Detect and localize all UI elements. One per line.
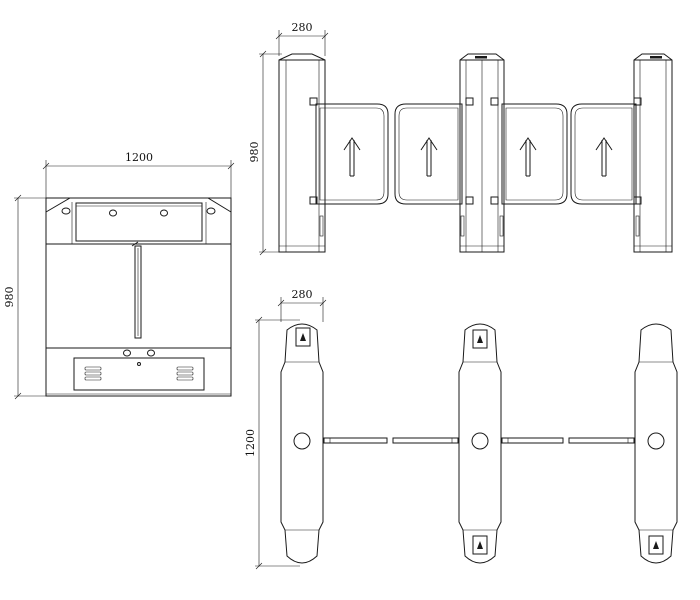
up-arrow-icon — [519, 137, 537, 177]
top-post-middle — [458, 323, 502, 564]
card-reader-icon — [472, 329, 488, 349]
up-arrow-icon — [595, 137, 613, 177]
top-post-right — [634, 323, 678, 564]
front-bottom-panel — [73, 357, 205, 391]
glass-panel — [570, 103, 637, 205]
gate-arm — [323, 437, 388, 444]
side-view: 280 980 — [248, 21, 673, 256]
gate-arm — [501, 437, 564, 444]
vent-icon — [84, 366, 102, 381]
side-width-label: 280 — [292, 21, 313, 34]
front-width-label: 1200 — [125, 151, 153, 164]
side-post-left — [278, 53, 326, 253]
front-top-cover — [45, 197, 232, 213]
sensor-icon — [293, 432, 311, 450]
card-reader-icon — [472, 535, 488, 555]
sensor-icon — [647, 432, 665, 450]
screw-hole-icon — [61, 207, 71, 215]
side-height-label: 980 — [248, 142, 261, 163]
up-arrow-icon — [420, 137, 438, 177]
up-arrow-icon — [343, 137, 361, 177]
side-post-middle — [459, 53, 505, 253]
screw-hole-icon — [147, 349, 155, 357]
top-view: 280 1200 — [244, 288, 678, 570]
front-gate-post — [134, 245, 142, 339]
gate-arm — [568, 437, 635, 444]
gate-arm — [392, 437, 459, 444]
screw-hole-icon — [160, 209, 168, 217]
front-top-panel — [75, 202, 203, 242]
glass-panel — [501, 103, 568, 205]
card-reader-icon — [295, 327, 311, 347]
vent-icon — [176, 366, 194, 381]
side-post-right — [633, 53, 673, 253]
front-height-label: 980 — [3, 287, 16, 308]
top-width-label: 280 — [292, 288, 313, 301]
screw-hole-icon — [109, 209, 117, 217]
card-reader-icon — [648, 535, 664, 555]
top-post-left — [280, 323, 324, 564]
top-height-label: 1200 — [244, 429, 257, 457]
screw-hole-icon — [123, 349, 131, 357]
front-view: 1200 980 — [3, 151, 235, 400]
sensor-icon — [471, 432, 489, 450]
screw-hole-icon — [206, 207, 216, 215]
glass-panel — [394, 103, 463, 205]
glass-panel — [315, 103, 389, 205]
